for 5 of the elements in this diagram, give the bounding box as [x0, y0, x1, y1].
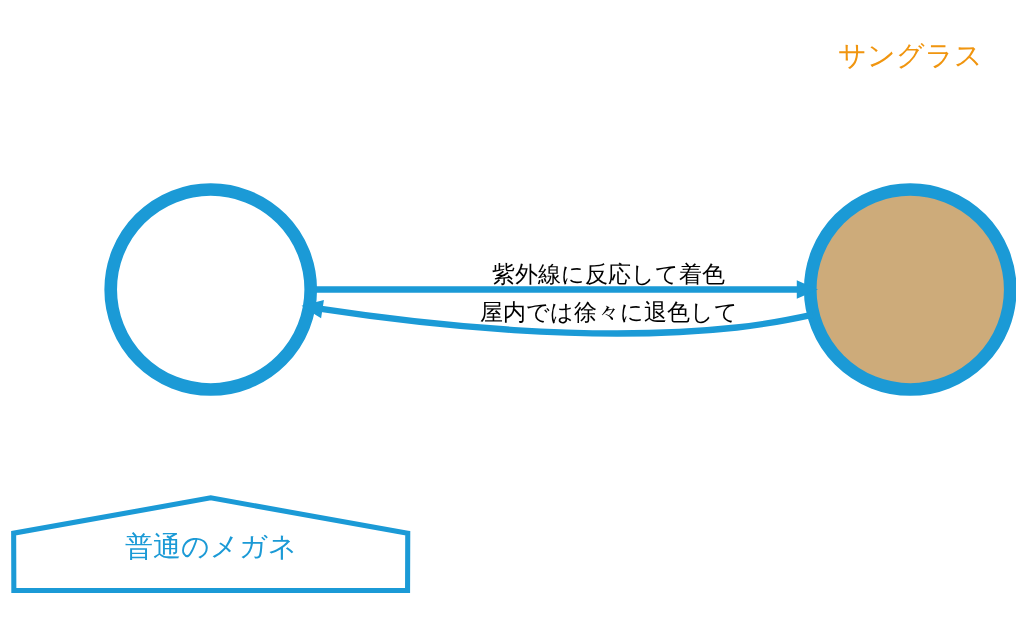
node-circle [104, 183, 318, 396]
node-text: サングラス [837, 38, 983, 72]
edge-label: 紫外線に反応して着色 [492, 261, 726, 288]
node-circle [803, 183, 1016, 396]
edge-label: 屋内では徐々に退色して [479, 299, 738, 326]
